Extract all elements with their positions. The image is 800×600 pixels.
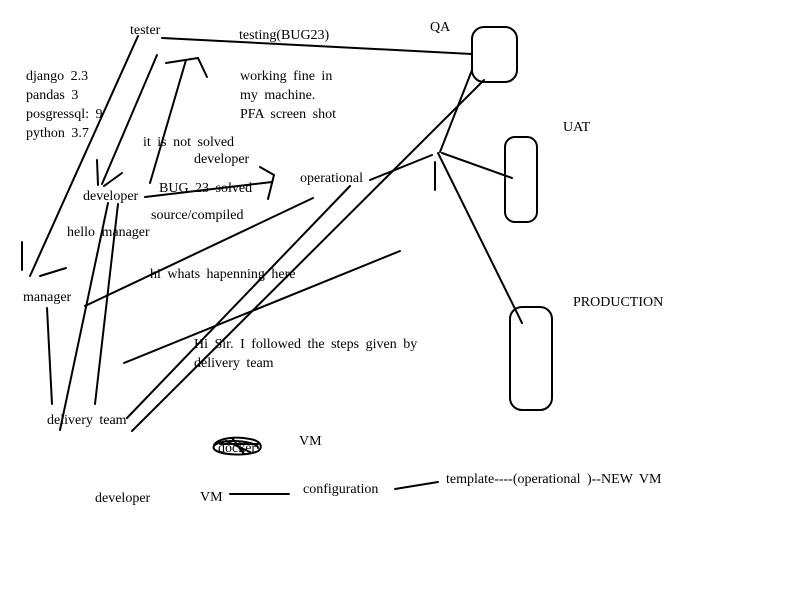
version-item: python 3.7	[26, 126, 89, 141]
qa-label: QA	[430, 20, 451, 35]
developer-hook-line	[259, 166, 276, 200]
developer-top-label: developer	[194, 152, 250, 167]
uat-label: UAT	[563, 120, 591, 135]
note-line: working fine in	[240, 69, 333, 84]
hello-manager-label: hello manager	[67, 225, 150, 240]
docker-label: docker	[218, 441, 257, 456]
vm-bottom-label: VM	[200, 490, 223, 505]
configuration-template-line	[394, 481, 439, 490]
manager-label: manager	[23, 290, 72, 305]
version-list: django 2.3 pandas 3 posgressql: 9 python…	[26, 67, 103, 143]
uat-box	[504, 136, 538, 223]
tester-qa-line	[161, 37, 473, 55]
note-line: PFA screen shot	[240, 107, 336, 122]
working-fine-note: working fine in my machine. PFA screen s…	[240, 67, 336, 124]
production-label: PRODUCTION	[573, 295, 664, 310]
delivery-operational-line	[126, 185, 351, 419]
hi-whats-label: hi whats hapenning here	[150, 267, 296, 282]
qa-box	[471, 26, 518, 83]
delivery-team-label: delivery team	[47, 413, 127, 428]
production-box	[509, 306, 553, 411]
manager-delivery-line	[46, 307, 53, 405]
tester-manager-line	[29, 35, 139, 277]
docker-scribble	[212, 436, 262, 456]
developer-tick-line-2	[103, 172, 123, 187]
testing-bug-label: testing(BUG23)	[239, 28, 330, 43]
hi-sir-label: Hi Sir. I followed the steps given by de…	[194, 337, 418, 371]
source-compiled-label: source/compiled	[151, 208, 244, 223]
not-solved-label: it is not solved	[143, 135, 235, 150]
template-label: template----(operational )--NEW VM	[446, 472, 662, 487]
developer-operational-line	[144, 181, 273, 198]
developer-bottom-label: developer	[95, 491, 151, 506]
qa-fork-line	[439, 69, 473, 153]
manager-tick-line-2	[39, 267, 67, 277]
version-item: django 2.3	[26, 69, 89, 84]
hisir-line	[123, 250, 401, 364]
operational-label: operational	[300, 171, 363, 186]
version-item: pandas 3	[26, 88, 79, 103]
operational-fork-line	[369, 154, 433, 181]
fork-production-line	[437, 152, 523, 324]
developer-delivery-line	[59, 202, 109, 431]
configuration-label: configuration	[303, 482, 379, 497]
delivery-qa-line	[131, 79, 485, 432]
note-line: my machine.	[240, 88, 316, 103]
bug-solved-label: BUG 23 solved	[159, 181, 253, 196]
developer-left-label: developer	[83, 189, 139, 204]
developer-delivery-line-2	[94, 203, 119, 405]
developer-tick-line	[96, 159, 99, 186]
manager-operational-line	[84, 197, 314, 307]
tester-developer-line-2	[149, 59, 187, 184]
fork-uat-line	[441, 152, 513, 179]
version-item: posgressql: 9	[26, 107, 103, 122]
tester-label: tester	[130, 23, 161, 38]
tester-developer-line	[101, 54, 158, 185]
tester-hook-line	[165, 56, 208, 78]
vm-top-label: VM	[299, 434, 322, 449]
